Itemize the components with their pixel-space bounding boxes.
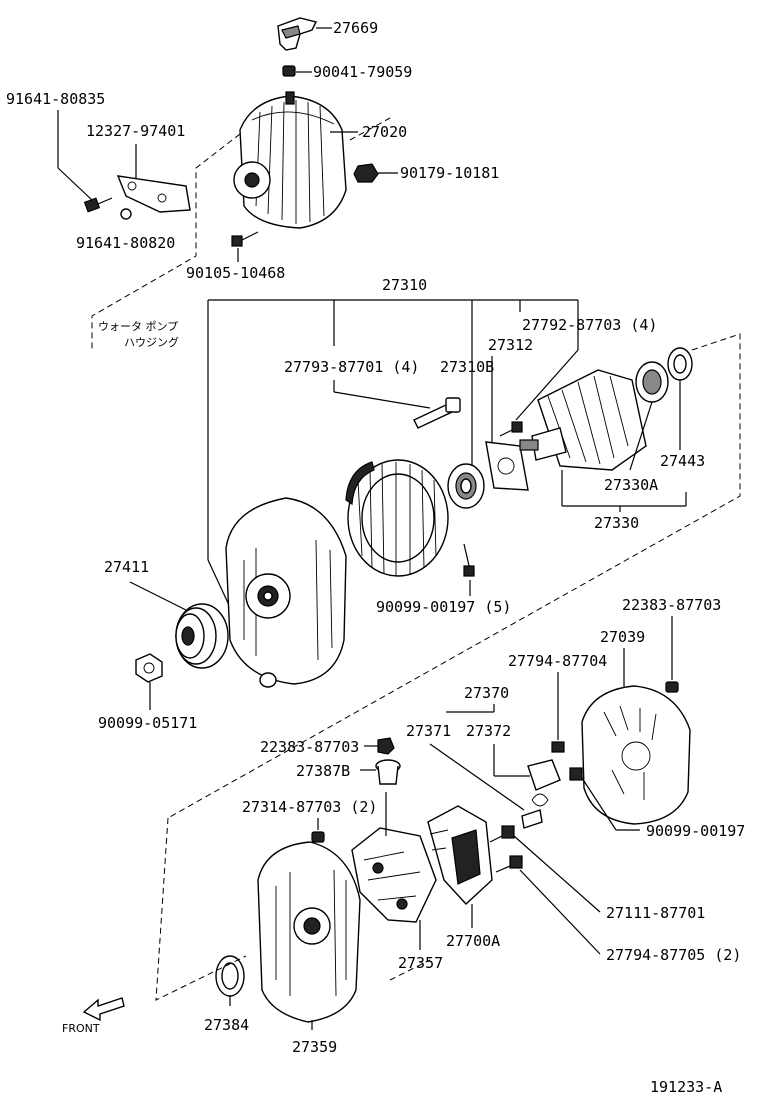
label-27372: 27372 [466,722,511,740]
label-front: FRONT [62,1022,100,1035]
label-27039: 27039 [600,628,645,646]
label-27020: 27020 [362,123,407,141]
seal-part [215,955,245,997]
nut-27314-part [311,831,325,843]
terminal-part [527,759,561,807]
label-27370: 27370 [464,684,509,702]
label-91641-80820: 91641-80820 [76,234,175,252]
insulator-27387b-part [375,759,401,785]
label-90105-10468: 90105-10468 [186,264,285,282]
spacer-ring-part [259,672,277,688]
label-27111-87701: 27111-87701 [606,904,705,922]
label-22383-87703-a: 22383-87703 [622,596,721,614]
washer-part [120,208,132,220]
regulator-part [427,805,493,905]
rotor-bearing-part [635,361,669,403]
screw-27794-part [551,741,565,753]
label-27794-87704: 27794-87704 [508,652,607,670]
rear-cover-part [581,685,691,825]
plate-part [485,441,529,491]
label-12327-97401: 12327-97401 [86,122,185,140]
pulley-part [175,603,229,669]
bearing-cover-part [667,347,693,381]
label-27357: 27357 [398,954,443,972]
stud-bolt-part [413,397,461,429]
screw-90099-00197-part [569,767,583,781]
insulator-part [521,809,543,829]
label-90179-10181: 90179-10181 [400,164,499,182]
alternator-assembly-part [233,91,347,229]
screw-27111-part [489,825,515,843]
nut-90179-part [353,163,379,183]
rear-end-frame-part [257,841,361,1023]
rectifier-part [351,792,437,923]
bracket-part [116,175,191,213]
stator-part [345,459,449,577]
label-27310: 27310 [382,276,427,294]
label-27793-87701: 27793-87701 (4) [284,358,419,376]
label-27794-87705: 27794-87705 (2) [606,946,741,964]
label-90099-00197-5: 90099-00197 (5) [376,598,511,616]
rotor-part [519,369,647,471]
label-27330A: 27330A [604,476,658,494]
drive-end-frame-part [225,497,347,685]
bolt-90105-part [231,231,259,247]
label-27310B: 27310B [440,358,494,376]
terminal-cap-part [277,17,318,51]
label-27314-87703: 27314-87703 (2) [242,798,377,816]
label-27792-87703: 27792-87703 (4) [522,316,657,334]
label-27411: 27411 [104,558,149,576]
label-90099-00197: 90099-00197 [646,822,745,840]
label-27330: 27330 [594,514,639,532]
label-water-pump-2: ハウジング [124,335,179,349]
pulley-nut-part [135,653,163,683]
nut-part [282,65,296,77]
label-27669: 27669 [333,19,378,37]
label-27700A: 27700A [446,932,500,950]
label-27443: 27443 [660,452,705,470]
front-arrow-icon [82,997,125,1022]
label-90041-79059: 90041-79059 [313,63,412,81]
label-27371: 27371 [406,722,451,740]
screw-90099-part [463,543,475,577]
nut-22383b-part [377,737,395,755]
bearing-part [447,463,485,509]
label-90099-05171: 90099-05171 [98,714,197,732]
label-27312: 27312 [488,336,533,354]
label-91641-80835: 91641-80835 [6,90,105,108]
label-27387B: 27387B [296,762,350,780]
screw-27794b-part [495,855,523,873]
label-water-pump-1: ウォータ ポンプ [98,320,178,333]
nut-22383-part [665,681,679,693]
label-27384: 27384 [204,1016,249,1034]
label-22383-87703-b: 22383-87703 [260,738,359,756]
label-27359: 27359 [292,1038,337,1056]
bolt-part [83,197,113,213]
screw-part [499,421,523,437]
drawing-number: 191233-A [650,1078,722,1096]
